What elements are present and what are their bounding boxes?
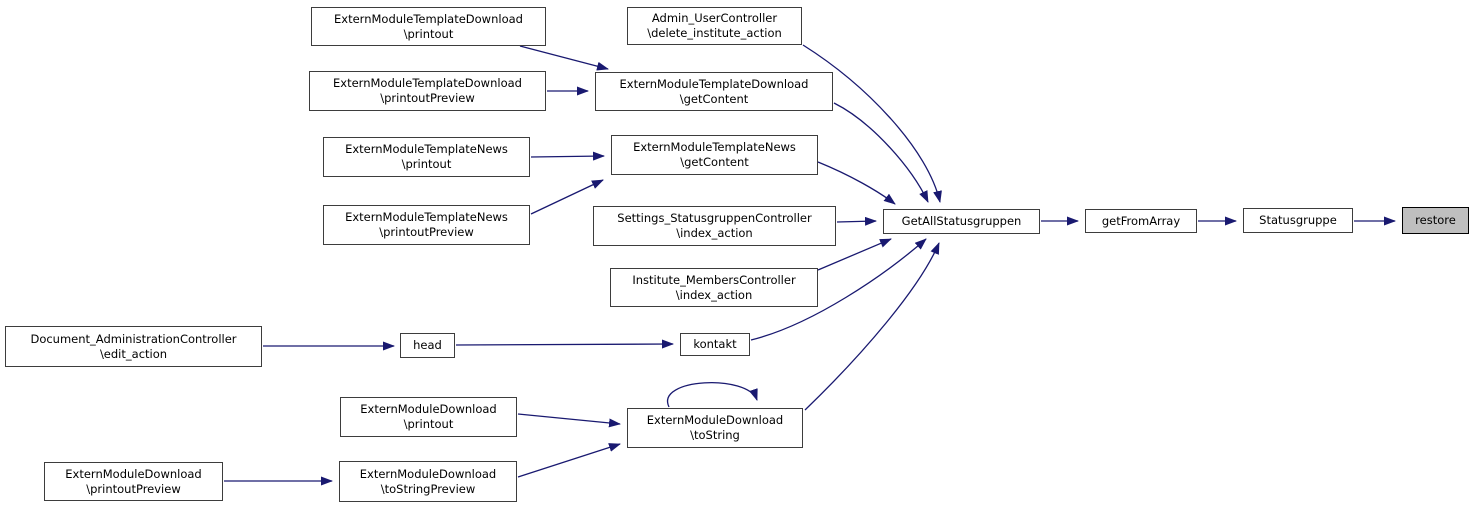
- node-label: restore: [1415, 213, 1456, 227]
- node-extern-module-template-news-printout-preview[interactable]: ExternModuleTemplateNews \printoutPrevie…: [323, 205, 530, 245]
- node-label: Admin_UserController \delete_institute_a…: [647, 11, 782, 40]
- edge-admin-usercontroller-to-getallstatusgruppen: [802, 44, 942, 203]
- node-settings-statusgruppen-controller-index-action[interactable]: Settings_StatusgruppenController \index_…: [593, 206, 836, 246]
- edge-settings-index-action-to-getallstatusgruppen: [836, 216, 877, 226]
- node-restore: restore: [1402, 207, 1469, 234]
- node-admin-usercontroller-delete-institute-action[interactable]: Admin_UserController \delete_institute_a…: [627, 7, 802, 45]
- node-label: kontakt: [693, 337, 737, 351]
- node-label: ExternModuleTemplateDownload \printoutPr…: [333, 76, 522, 105]
- node-label: ExternModuleDownload \toString: [646, 413, 784, 442]
- node-get-from-array[interactable]: getFromArray: [1085, 209, 1197, 233]
- edge-emtn-printoutpreview-to-emtn-getcontent: [530, 179, 604, 215]
- edge-emd-tostring-to-getallstatusgruppen: [804, 242, 940, 411]
- edge-kontakt-to-getallstatusgruppen: [750, 238, 927, 341]
- node-label: ExternModuleDownload \printout: [360, 402, 497, 431]
- node-document-administration-controller-edit-action[interactable]: Document_AdministrationController \edit_…: [5, 326, 262, 367]
- node-label: Institute_MembersController \index_actio…: [632, 272, 796, 302]
- node-get-all-statusgruppen[interactable]: GetAllStatusgruppen: [883, 209, 1040, 234]
- node-extern-module-template-download-get-content[interactable]: ExternModuleTemplateDownload \getContent: [595, 72, 833, 111]
- node-extern-module-download-to-string-preview[interactable]: ExternModuleDownload \toStringPreview: [339, 461, 517, 502]
- node-institute-members-controller-index-action[interactable]: Institute_MembersController \index_actio…: [610, 268, 818, 307]
- edge-head-to-kontakt: [455, 339, 674, 349]
- node-extern-module-template-download-printout[interactable]: ExternModuleTemplateDownload \printout: [311, 7, 546, 46]
- node-label: ExternModuleTemplateDownload \getContent: [619, 76, 809, 106]
- edge-emtn-getcontent-to-getallstatusgruppen: [817, 161, 896, 205]
- node-label: ExternModuleTemplateDownload \printout: [334, 11, 523, 41]
- node-extern-module-download-printout-preview[interactable]: ExternModuleDownload \printoutPreview: [44, 462, 223, 501]
- edge-emd-tostring-self-loop: [666, 382, 758, 408]
- node-label: GetAllStatusgruppen: [901, 214, 1022, 228]
- node-extern-module-download-to-string[interactable]: ExternModuleDownload \toString: [627, 408, 803, 448]
- node-head[interactable]: head: [400, 333, 455, 358]
- node-extern-module-download-printout[interactable]: ExternModuleDownload \printout: [340, 397, 517, 437]
- node-label: ExternModuleTemplateNews \printout: [345, 142, 508, 171]
- node-kontakt[interactable]: kontakt: [680, 333, 750, 356]
- edge-emtd-getcontent-to-getallstatusgruppen: [833, 102, 929, 203]
- node-label: Settings_StatusgruppenController \index_…: [617, 211, 812, 240]
- edge-emd-tostringpreview-to-emd-tostring: [517, 443, 621, 478]
- node-statusgruppe[interactable]: Statusgruppe: [1243, 208, 1353, 233]
- node-label: ExternModuleDownload \toStringPreview: [359, 466, 497, 496]
- node-label: ExternModuleTemplateNews \getContent: [633, 140, 796, 169]
- node-extern-module-template-download-printout-preview[interactable]: ExternModuleTemplateDownload \printoutPr…: [309, 71, 546, 111]
- node-label: ExternModuleDownload \printoutPreview: [65, 466, 202, 496]
- node-label: head: [413, 338, 442, 352]
- edge-emd-printout-to-emd-tostring: [517, 413, 621, 428]
- node-label: getFromArray: [1101, 213, 1181, 228]
- node-label: ExternModuleTemplateNews \printoutPrevie…: [345, 210, 508, 239]
- node-label: Statusgruppe: [1259, 213, 1337, 227]
- node-extern-module-template-news-get-content[interactable]: ExternModuleTemplateNews \getContent: [611, 135, 818, 175]
- edge-emtn-printout-to-emtn-getcontent: [530, 151, 605, 161]
- node-label: Document_AdministrationController \edit_…: [30, 331, 237, 361]
- node-extern-module-template-news-printout[interactable]: ExternModuleTemplateNews \printout: [323, 137, 530, 177]
- edge-emtd-printout-to-emtd-getcontent: [519, 45, 609, 71]
- edge-institute-index-action-to-getallstatusgruppen: [817, 238, 892, 271]
